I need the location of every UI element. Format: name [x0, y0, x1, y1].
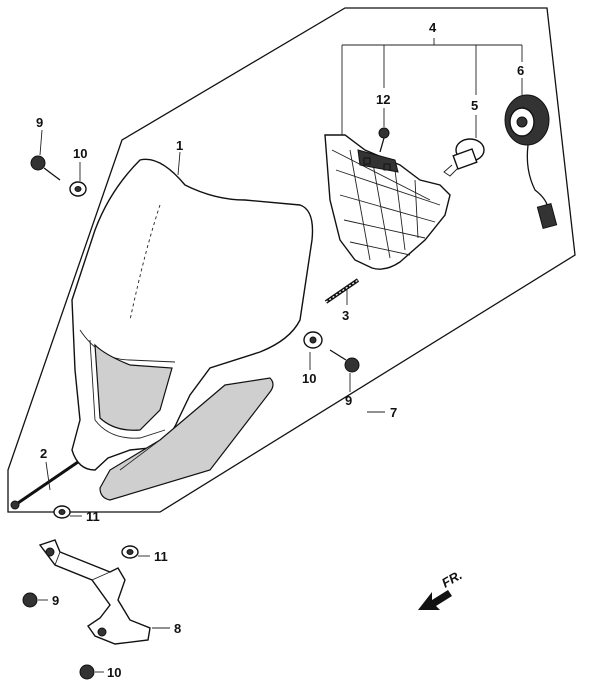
bolt-9-bottom [22, 592, 38, 608]
bulb-socket [504, 94, 558, 230]
callout-8: 8 [174, 621, 181, 636]
bolt-9-mid [329, 349, 360, 373]
bulb [443, 138, 485, 177]
callout-12: 12 [376, 92, 390, 107]
headlight-cowl [71, 158, 314, 501]
nut-11-upper [53, 505, 71, 519]
adjusting-screw [324, 278, 360, 304]
callout-10-mid: 10 [302, 371, 316, 386]
washer-10-bottom [79, 664, 95, 680]
washer-10-mid [303, 331, 323, 349]
callout-2: 2 [40, 446, 47, 461]
callout-9-bottom: 9 [52, 593, 59, 608]
callout-11-lower: 11 [154, 549, 168, 564]
callout-11-upper: 11 [86, 509, 100, 524]
bolt-9-top [30, 155, 61, 181]
callout-10-bottom: 10 [107, 665, 121, 680]
nut-11-lower [121, 545, 139, 559]
callout-10-top: 10 [73, 146, 87, 161]
callout-labels: 1 2 3 4 5 6 7 8 9 9 9 10 10 10 11 11 12 [36, 20, 524, 680]
front-arrow-icon [418, 590, 452, 610]
callout-7: 7 [390, 405, 397, 420]
callout-1: 1 [176, 138, 183, 153]
callout-9-top: 9 [36, 115, 43, 130]
screw-12 [378, 127, 390, 153]
headlight-housing [324, 134, 451, 270]
callout-5: 5 [471, 98, 478, 113]
assembly-outline [7, 7, 576, 513]
washer-10-top [69, 181, 87, 197]
callout-9-mid: 9 [345, 393, 352, 408]
leader-lines [38, 38, 523, 673]
callout-4: 4 [429, 20, 437, 35]
callout-6: 6 [517, 63, 524, 78]
bracket [38, 539, 151, 645]
callout-3: 3 [342, 308, 349, 323]
long-bolt [10, 460, 79, 510]
front-direction-indicator: FR. [418, 567, 465, 610]
front-direction-label: FR. [439, 567, 465, 590]
